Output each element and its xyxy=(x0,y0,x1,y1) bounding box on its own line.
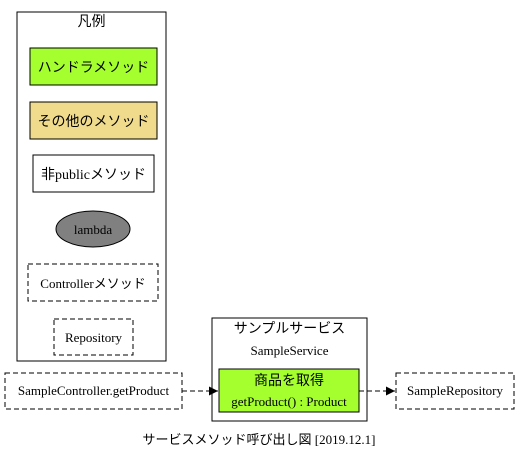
legend-repository-box xyxy=(53,318,134,356)
legend-non-public-method-box xyxy=(32,154,155,193)
legend-title: 凡例 xyxy=(78,14,106,30)
legend-lambda-ellipse xyxy=(55,210,131,248)
legend-repository-label: Repository xyxy=(65,330,123,345)
service-cluster: サンプルサービス SampleService 商品を取得 getProduct(… xyxy=(211,317,368,422)
legend-non-public-method-label: 非publicメソッド xyxy=(41,167,146,183)
repository-node: SampleRepository xyxy=(395,372,515,410)
repository-node-box xyxy=(395,372,515,410)
legend-controller-method-label: Controllerメソッド xyxy=(40,276,145,291)
legend-lambda-label: lambda xyxy=(74,222,112,237)
service-class-name: SampleService xyxy=(251,343,329,358)
legend-handler-method-box xyxy=(29,47,158,86)
legend-controller-method-box xyxy=(27,263,159,302)
controller-node: SampleController.getProduct xyxy=(4,372,183,410)
get-product-method-signature: getProduct() : Product xyxy=(231,394,347,409)
get-product-method-title: 商品を取得 xyxy=(254,372,324,389)
repository-node-label: SampleRepository xyxy=(407,383,504,398)
diagram-caption: サービスメソッド呼び出し図 [2019.12.1] xyxy=(143,432,376,447)
service-cluster-label: サンプルサービス xyxy=(234,321,346,337)
legend-cluster: 凡例 ハンドラメソッド その他のメソッド 非publicメソッド lambda … xyxy=(16,11,167,362)
legend-handler-method-label: ハンドラメソッド xyxy=(38,61,150,76)
legend-other-method-box xyxy=(29,101,158,140)
controller-node-label: SampleController.getProduct xyxy=(18,383,170,398)
legend-other-method-label: その他のメソッド xyxy=(38,114,150,130)
